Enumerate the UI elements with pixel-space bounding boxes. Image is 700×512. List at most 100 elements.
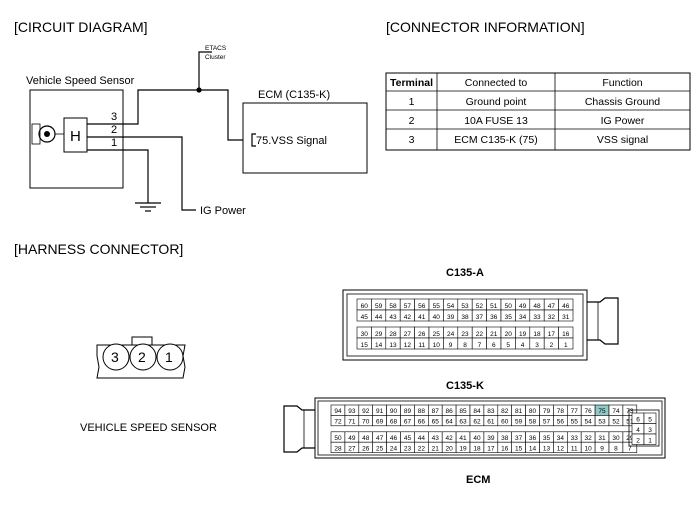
pin-number: 18 <box>533 331 541 338</box>
pin-number: 28 <box>334 445 342 452</box>
pin-cell <box>622 441 638 453</box>
pin-number: 9 <box>449 342 453 349</box>
pin-number: 73 <box>626 408 634 415</box>
pin-number: 56 <box>418 303 426 310</box>
pin-number: 15 <box>361 342 369 349</box>
pin-number: 14 <box>375 342 383 349</box>
pin-number: 7 <box>478 342 482 349</box>
pin-number: 47 <box>376 435 384 442</box>
pin-number: 41 <box>459 435 467 442</box>
pin-number: 80 <box>529 408 537 415</box>
pin-number: 55 <box>571 419 579 426</box>
pin-number: 56 <box>557 419 565 426</box>
pin-number: 26 <box>362 445 370 452</box>
table-cell: Ground point <box>466 96 527 108</box>
pin-number: 47 <box>548 303 556 310</box>
c135a-title: C135-A <box>446 267 484 279</box>
pin-number: 54 <box>585 419 593 426</box>
pin-number: 17 <box>548 331 556 338</box>
pin-number: 34 <box>557 435 565 442</box>
table-cell: 2 <box>409 115 415 127</box>
pin-number: 42 <box>446 435 454 442</box>
pin-number: 25 <box>376 445 384 452</box>
pin-number: 35 <box>543 435 551 442</box>
pin-number: 68 <box>390 419 398 426</box>
pin-number: 14 <box>529 445 537 452</box>
pin-number: 52 <box>476 303 484 310</box>
ig-power-label: IG Power <box>200 205 246 217</box>
pin-number: 65 <box>432 419 440 426</box>
pin-number: 30 <box>612 435 620 442</box>
pin-number: 27 <box>348 445 356 452</box>
pin-number: 5 <box>648 416 652 423</box>
pin-number: 12 <box>557 445 565 452</box>
pin-number: 87 <box>432 408 440 415</box>
c135k-title: C135-K <box>446 380 484 392</box>
pin-number: 37 <box>515 435 523 442</box>
pin-number: 76 <box>585 408 593 415</box>
sensor-pin-2-circle <box>129 343 157 371</box>
pin-number: 23 <box>404 445 412 452</box>
pin-number: 71 <box>348 419 356 426</box>
circuit-diagram: Vehicle Speed Sensor H 3 2 1 ETACS Clust… <box>26 45 368 217</box>
pin-number: 31 <box>598 435 606 442</box>
pin-number: 85 <box>459 408 467 415</box>
pin-number: 35 <box>505 314 513 321</box>
pin-number: 89 <box>404 408 412 415</box>
pin-number: 1 <box>564 342 568 349</box>
etacs-label: ETACS <box>205 45 227 52</box>
pin-number: 20 <box>505 331 513 338</box>
pin-number: 30 <box>361 331 369 338</box>
ground-wire <box>123 149 149 203</box>
pin1-label: 1 <box>111 137 117 149</box>
pin-number: 8 <box>463 342 467 349</box>
pin-number: 88 <box>418 408 426 415</box>
connector-information-title: [CONNECTOR INFORMATION] <box>386 19 585 35</box>
c135k-lock-tab <box>283 405 315 453</box>
pin-number: 60 <box>501 419 509 426</box>
pin-number: 86 <box>446 408 454 415</box>
pin-number: 33 <box>571 435 579 442</box>
pin-number: 51 <box>490 303 498 310</box>
pin-number: 49 <box>519 303 527 310</box>
pin-number: 58 <box>389 303 397 310</box>
pin-number: 12 <box>404 342 412 349</box>
pin-number: 59 <box>515 419 523 426</box>
pin-number: 16 <box>562 331 570 338</box>
table-cell: VSS signal <box>597 134 648 146</box>
pin-number: 34 <box>519 314 527 321</box>
pin-number: 91 <box>376 408 384 415</box>
pin-number: 77 <box>571 408 579 415</box>
pin-number: 75 <box>598 408 606 415</box>
pin-number: 17 <box>487 445 495 452</box>
pin-number: 45 <box>404 435 412 442</box>
pin-number: 18 <box>473 445 481 452</box>
pin-number: 24 <box>390 445 398 452</box>
pin-number: 3 <box>648 427 652 434</box>
pin-number: 60 <box>361 303 369 310</box>
pin-number: 69 <box>376 419 384 426</box>
pin-number: 27 <box>404 331 412 338</box>
pin-number: 48 <box>362 435 370 442</box>
pin-cell <box>643 433 657 445</box>
pin-number: 61 <box>487 419 495 426</box>
pin-number: 19 <box>519 331 527 338</box>
pin-number: 1 <box>648 437 652 444</box>
pin-number: 6 <box>636 416 640 423</box>
circuit-diagram-title: [CIRCUIT DIAGRAM] <box>14 19 148 35</box>
cluster-label: Cluster <box>205 54 226 61</box>
pin-number: 52 <box>612 419 620 426</box>
pin-number: 21 <box>432 445 440 452</box>
pin-number: 32 <box>548 314 556 321</box>
pin-number: 36 <box>490 314 498 321</box>
ecm-caption: ECM <box>466 474 490 486</box>
pin-number: 5 <box>506 342 510 349</box>
hall-element-box <box>63 117 88 153</box>
pin-number: 84 <box>473 408 481 415</box>
pin-number: 37 <box>476 314 484 321</box>
pin-number: 41 <box>418 314 426 321</box>
